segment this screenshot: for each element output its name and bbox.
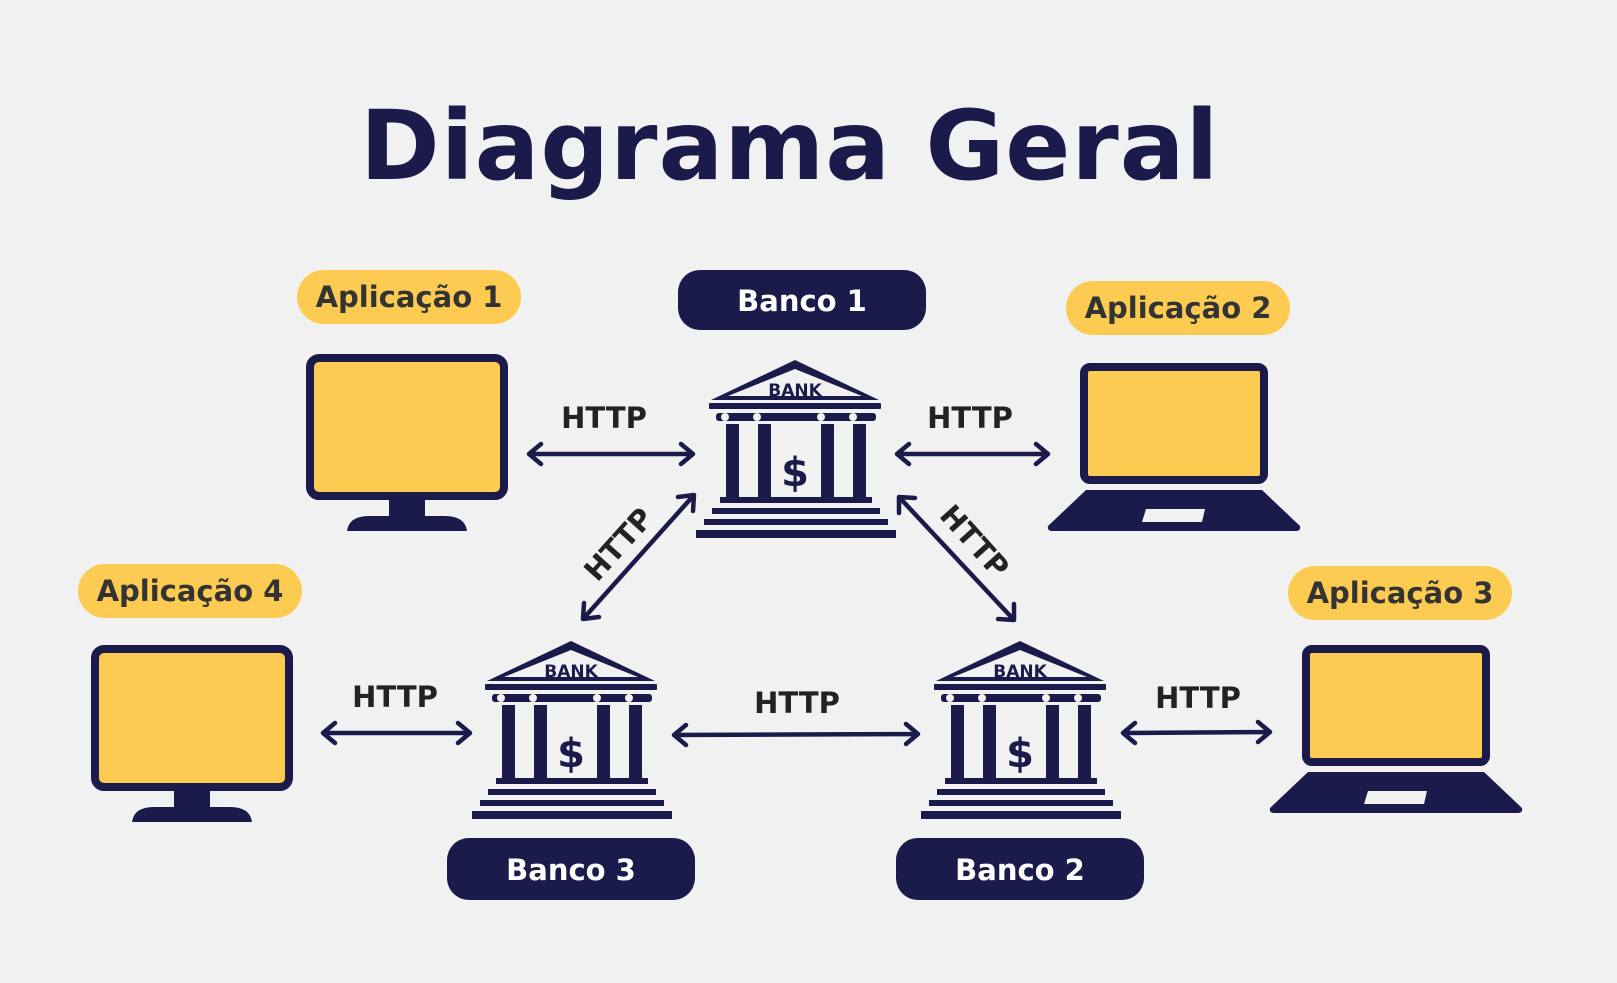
arrow-bank1-bank2 <box>896 494 1017 623</box>
arrow-bank1-app2 <box>894 441 1051 467</box>
app-4-monitor-icon <box>95 649 289 822</box>
app-3-laptop-icon <box>1270 649 1522 813</box>
bank-1-label: Banco 1 <box>678 270 926 330</box>
app-2-label-pill <box>1066 281 1290 335</box>
http-label-app4-bank3: HTTP <box>352 680 438 714</box>
connection-bank1-bank3: HTTP <box>577 492 697 622</box>
app-4-label: Aplicação 4 <box>78 564 302 618</box>
http-label-bank2-app3: HTTP <box>1155 681 1241 715</box>
app-1-monitor-icon <box>310 358 504 531</box>
bank-1-label-text: Banco 1 <box>737 284 867 318</box>
app-1-label: Aplicação 1 <box>297 270 521 324</box>
bank-3-label: Banco 3 <box>447 838 695 900</box>
connection-bank1-bank2: HTTP <box>896 494 1017 623</box>
bank-2-label: Banco 2 <box>896 838 1144 900</box>
arrow-bank1-bank3 <box>580 492 697 622</box>
arrow-app1-bank1 <box>526 441 696 467</box>
app-2-label: Aplicação 2 <box>1066 281 1290 335</box>
app-2-label-text: Aplicação 2 <box>1085 291 1272 325</box>
bank-1-icon-word: BANK <box>768 381 822 401</box>
app-2-laptop-icon <box>1048 367 1300 531</box>
http-label-bank3-bank2: HTTP <box>754 686 840 720</box>
arrow-bank3-bank2 <box>671 721 921 748</box>
bank-2-dollar-sign: $ <box>1006 731 1034 777</box>
app-3-label: Aplicação 3 <box>1288 566 1512 620</box>
connection-bank2-app3: HTTP <box>1120 681 1273 746</box>
bank-2-icon: BANK $ <box>921 641 1121 819</box>
app-1-label-text: Aplicação 1 <box>316 280 503 314</box>
bank-3-dollar-sign: $ <box>557 731 585 777</box>
bank-1-icon: BANK $ <box>696 360 896 538</box>
app-1-label-pill <box>297 270 521 324</box>
bank-2-label-text: Banco 2 <box>955 853 1085 887</box>
http-label-bank1-app2: HTTP <box>927 401 1013 435</box>
bank-2-icon-word: BANK <box>993 662 1047 682</box>
connection-bank1-app2: HTTP <box>894 401 1051 467</box>
bank-3-icon-word: BANK <box>544 662 598 682</box>
bank-3-label-pill <box>447 838 695 900</box>
arrow-app4-bank3 <box>320 720 473 746</box>
app-3-label-pill <box>1288 566 1512 620</box>
bank-3-label-text: Banco 3 <box>506 853 636 887</box>
diagram-title: Diagrama Geral <box>360 90 1219 202</box>
bank-2-label-pill <box>896 838 1144 900</box>
app-4-label-pill <box>78 564 302 618</box>
app-4-label-text: Aplicação 4 <box>97 574 284 608</box>
connection-app1-bank1: HTTP <box>526 401 696 467</box>
bank-1-dollar-sign: $ <box>781 450 809 496</box>
arrow-bank2-app3 <box>1120 719 1273 746</box>
connection-bank3-bank2: HTTP <box>671 686 921 748</box>
http-label-app1-bank1: HTTP <box>561 401 647 435</box>
app-3-label-text: Aplicação 3 <box>1307 576 1494 610</box>
http-label-bank1-bank2: HTTP <box>933 498 1016 584</box>
connection-app4-bank3: HTTP <box>320 680 473 746</box>
bank-3-icon: BANK $ <box>472 641 672 819</box>
bank-1-label-pill <box>678 270 926 330</box>
